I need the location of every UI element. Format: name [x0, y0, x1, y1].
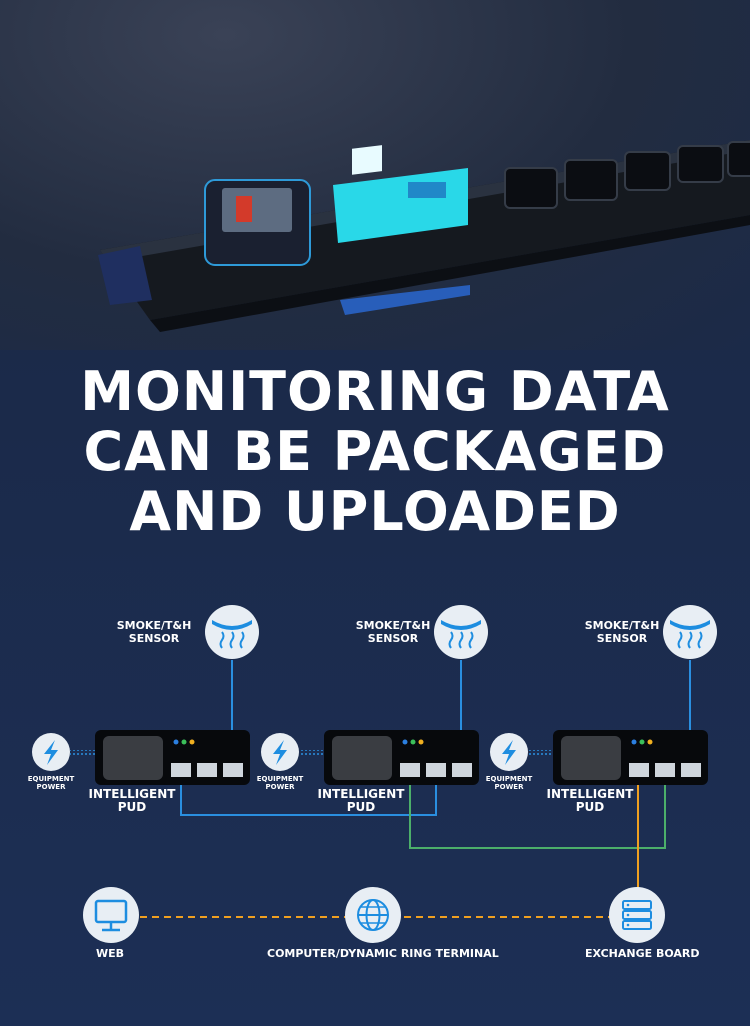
pud-display	[561, 736, 621, 780]
outlets	[504, 141, 750, 209]
pud-label-2: INTELLIGENT PUD	[317, 787, 405, 814]
pud-display	[103, 736, 163, 780]
pud-unit-1	[95, 730, 250, 785]
power-link-3	[528, 750, 554, 755]
headline-line-2: CAN BE PACKAGED	[83, 420, 667, 483]
cascade-link-blue	[180, 778, 437, 816]
pdu-product-image	[0, 0, 750, 350]
power-link-1	[70, 750, 96, 755]
rj45-port	[426, 763, 446, 777]
lightning-bolt-icon	[261, 733, 299, 771]
power-link-2	[299, 750, 325, 755]
smoke-sensor-icon	[434, 605, 488, 659]
globe-icon	[345, 887, 401, 943]
rj45-port	[171, 763, 191, 777]
smoke-sensor-icon	[205, 605, 259, 659]
power-label-1: EQUIPMENT POWER	[27, 775, 75, 791]
sensor-label-1: SMOKE/T&H SENSOR	[116, 619, 192, 645]
lightning-bolt-icon	[32, 733, 70, 771]
pud-unit-2	[324, 730, 479, 785]
headline-line-1: MONITORING DATA	[80, 360, 670, 423]
power-label-3: EQUIPMENT POWER	[485, 775, 533, 791]
pud-display	[332, 736, 392, 780]
monitor-icon	[83, 887, 139, 943]
rj45-port	[197, 763, 217, 777]
rj45-port	[681, 763, 701, 777]
rj45-port	[400, 763, 420, 777]
headline-line-3: AND UPLOADED	[129, 480, 621, 543]
pdu-illustration	[98, 140, 750, 332]
rj45-port	[655, 763, 675, 777]
headline: MONITORING DATA CAN BE PACKAGED AND UPLO…	[0, 362, 750, 542]
pud-label-1: INTELLIGENT PUD	[88, 787, 176, 814]
network-port	[408, 182, 446, 198]
pud-label-3: INTELLIGENT PUD	[546, 787, 634, 814]
smoke-sensor-icon	[663, 605, 717, 659]
lightning-bolt-icon	[490, 733, 528, 771]
rj45-port	[223, 763, 243, 777]
rj45-port	[629, 763, 649, 777]
pud-unit-3	[553, 730, 708, 785]
cascade-link-green	[409, 778, 666, 849]
sensor-label-2: SMOKE/T&H SENSOR	[355, 619, 431, 645]
power-label-2: EQUIPMENT POWER	[256, 775, 304, 791]
server-rack-icon	[609, 887, 665, 943]
terminal-label: COMPUTER/DYNAMIC RING TERMINAL	[267, 947, 499, 960]
rj45-port	[452, 763, 472, 777]
pdu-end-cap	[98, 246, 152, 305]
exchange-board-label: EXCHANGE BOARD	[585, 947, 700, 960]
web-label: WEB	[96, 947, 125, 960]
sensor-label-3: SMOKE/T&H SENSOR	[584, 619, 660, 645]
